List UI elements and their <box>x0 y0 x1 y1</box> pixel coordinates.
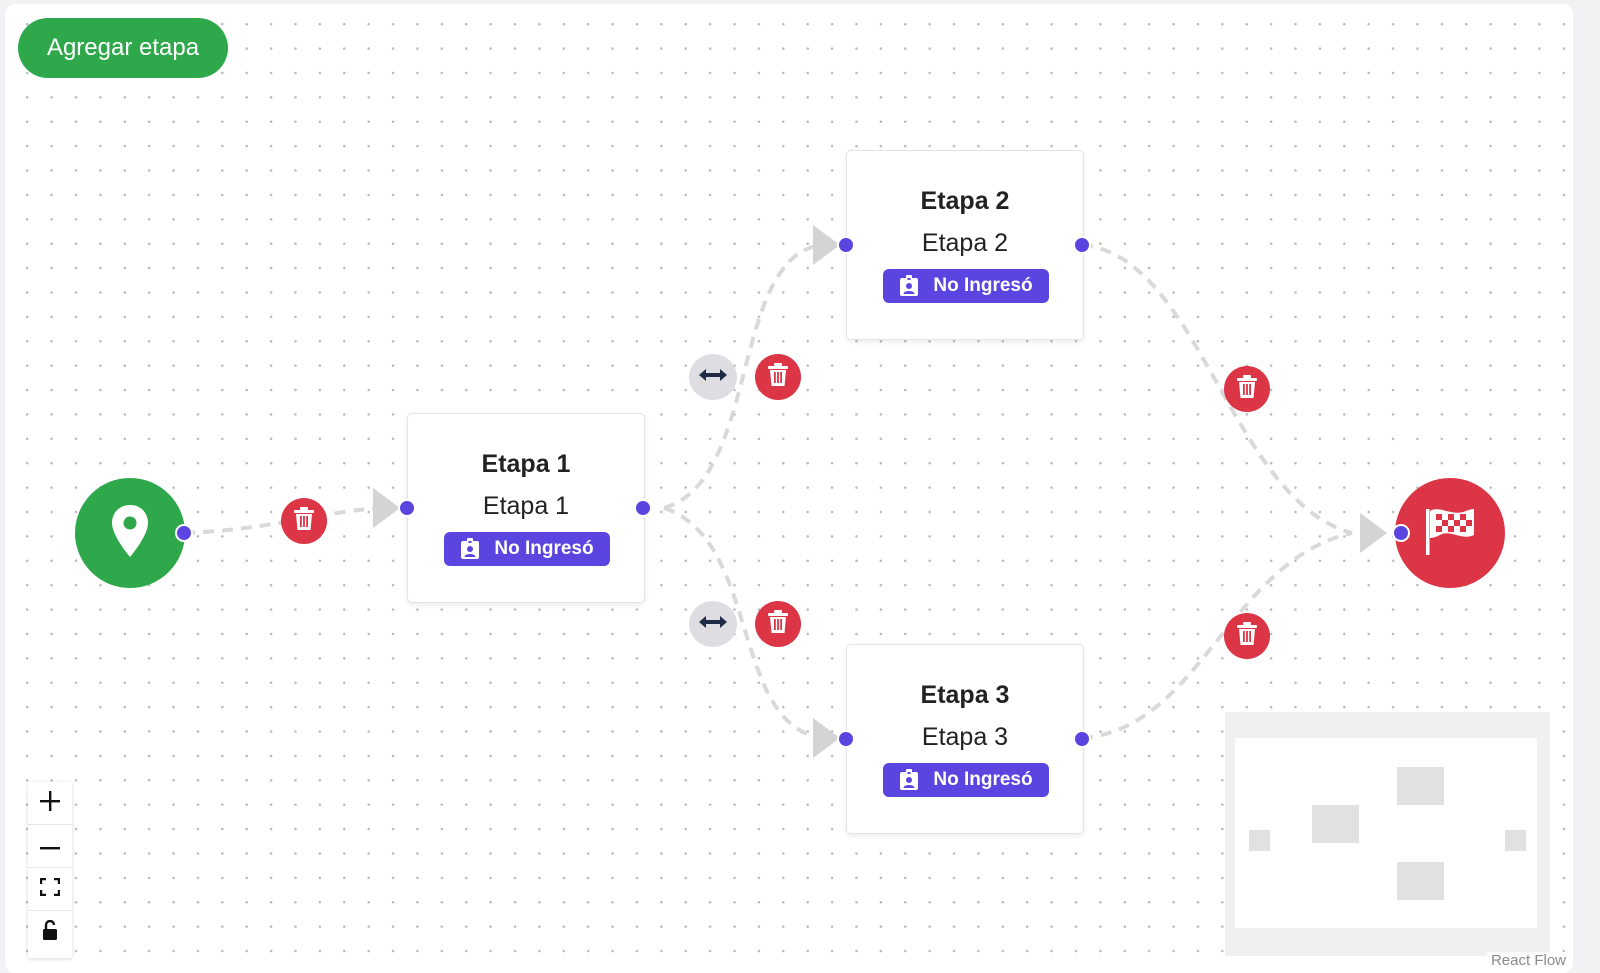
delete-edge-button[interactable] <box>1224 366 1270 412</box>
delete-edge-button[interactable] <box>755 354 801 400</box>
map-pin-icon <box>110 503 150 564</box>
stage-title: Etapa 2 <box>920 187 1010 215</box>
id-badge-icon <box>899 275 919 297</box>
swap-edge-button[interactable] <box>689 354 737 400</box>
arrow-etapa2 <box>813 225 840 265</box>
plus-icon <box>40 790 60 816</box>
arrow-etapa1 <box>373 488 400 528</box>
end-target-handle[interactable] <box>1392 524 1410 542</box>
flow-controls <box>28 782 72 958</box>
minus-icon <box>40 837 60 855</box>
trash-icon <box>293 506 315 536</box>
start-node[interactable] <box>75 478 185 588</box>
double-arrow-icon <box>699 368 727 387</box>
trash-icon <box>767 362 789 392</box>
minimap-node-stage3 <box>1397 862 1444 900</box>
edge-etapa2-end <box>1081 243 1353 535</box>
arrow-etapa3 <box>813 718 840 758</box>
stage-title: Etapa 1 <box>481 450 571 478</box>
unlock-icon <box>42 919 58 945</box>
lock-button[interactable] <box>28 911 72 954</box>
stage-subtitle: Etapa 1 <box>482 492 570 520</box>
minimap-node-end <box>1505 830 1526 851</box>
stage2-target-handle[interactable] <box>837 236 855 254</box>
status-badge: No Ingresó <box>883 763 1049 797</box>
start-source-handle[interactable] <box>175 524 193 542</box>
add-stage-button[interactable]: Agregar etapa <box>18 18 228 78</box>
trash-icon <box>1236 621 1258 651</box>
stage-title: Etapa 3 <box>920 681 1010 709</box>
double-arrow-icon <box>699 615 727 634</box>
minimap-node-start <box>1249 830 1270 851</box>
stage-node-2[interactable]: Etapa 2 Etapa 2 No Ingresó <box>846 150 1084 340</box>
edge-etapa1-etapa2 <box>663 243 821 510</box>
id-badge-icon <box>460 538 480 560</box>
status-badge: No Ingresó <box>444 532 610 566</box>
edge-etapa1-etapa3 <box>663 506 821 740</box>
stage-subtitle: Etapa 2 <box>921 229 1009 257</box>
minimap-node-stage1 <box>1312 805 1359 843</box>
end-node[interactable] <box>1395 478 1505 588</box>
minimap[interactable] <box>1225 712 1550 956</box>
zoom-in-button[interactable] <box>28 782 72 825</box>
fit-view-icon <box>39 877 61 901</box>
stage1-source-handle[interactable] <box>634 499 652 517</box>
stage3-target-handle[interactable] <box>837 730 855 748</box>
zoom-out-button[interactable] <box>28 825 72 868</box>
minimap-node-stage2 <box>1397 767 1444 805</box>
minimap-viewport <box>1235 738 1537 928</box>
stage-node-3[interactable]: Etapa 3 Etapa 3 No Ingresó <box>846 644 1084 834</box>
react-flow-attribution[interactable]: React Flow <box>1486 952 1570 969</box>
edge-etapa3-end <box>1081 531 1353 740</box>
status-badge-label: No Ingresó <box>494 538 594 559</box>
arrow-end <box>1360 513 1387 553</box>
flow-canvas[interactable] <box>5 4 1573 973</box>
delete-edge-button[interactable] <box>755 601 801 647</box>
delete-edge-button[interactable] <box>281 498 327 544</box>
checkered-flag-icon <box>1422 505 1478 562</box>
stage-subtitle: Etapa 3 <box>921 723 1009 751</box>
delete-edge-button[interactable] <box>1224 613 1270 659</box>
fit-view-button[interactable] <box>28 868 72 911</box>
edge-start-etapa1 <box>183 506 381 535</box>
trash-icon <box>1236 374 1258 404</box>
id-badge-icon <box>899 769 919 791</box>
status-badge-label: No Ingresó <box>933 769 1033 790</box>
stage3-source-handle[interactable] <box>1073 730 1091 748</box>
stage2-source-handle[interactable] <box>1073 236 1091 254</box>
trash-icon <box>767 609 789 639</box>
stage-node-1[interactable]: Etapa 1 Etapa 1 No Ingresó <box>407 413 645 603</box>
status-badge-label: No Ingresó <box>933 275 1033 296</box>
swap-edge-button[interactable] <box>689 601 737 647</box>
stage1-target-handle[interactable] <box>398 499 416 517</box>
status-badge: No Ingresó <box>883 269 1049 303</box>
